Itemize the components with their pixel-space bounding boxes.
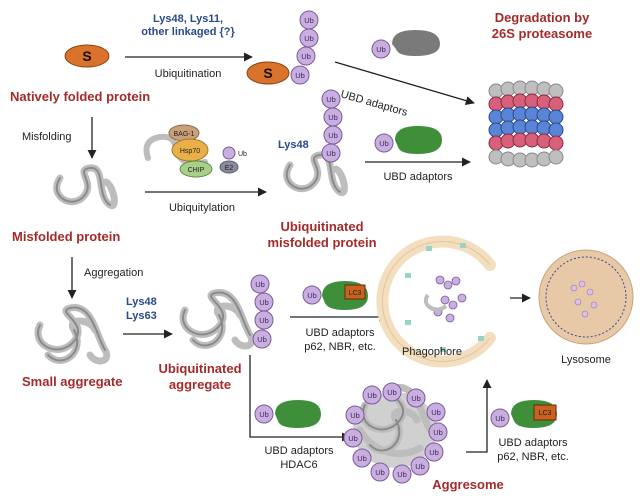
chip-label: CHIP — [188, 167, 205, 174]
ub-label: Ub — [397, 470, 407, 479]
linkage-label-line2: other linkaged {?} — [141, 26, 235, 38]
ub-label: Ub — [328, 131, 338, 140]
ubiquitinated-aggregate-shape — [179, 289, 256, 350]
degradation-label-line2: 26S proteasome — [492, 26, 592, 41]
ubd-adaptor-lc3-mid: Ub LC3 — [302, 281, 368, 310]
substrate-s-label: S — [82, 48, 91, 64]
ub-label: Ub — [387, 388, 397, 397]
ub-label: Ub — [415, 462, 425, 471]
lysosome-shape — [538, 249, 634, 345]
ubiq-misfolded-label-line2: misfolded protein — [267, 235, 376, 250]
to-proteasome-arrow — [334, 61, 475, 106]
ub-label: Ub — [301, 52, 311, 61]
ub-label: Ub — [350, 411, 360, 420]
to-aggresome-arrow — [249, 355, 351, 442]
substrate-s-native: S — [64, 44, 110, 68]
ubd-adaptor-green-mid: Ub — [374, 126, 442, 154]
ubiquitinated-misfolded-shape — [283, 151, 348, 197]
e2-shape — [219, 160, 239, 174]
ub-label: Ub — [307, 291, 317, 300]
degradation-label-line1: Degradation by — [495, 10, 590, 25]
ub-label: Ub — [259, 316, 269, 325]
ub-label: Ub — [255, 280, 265, 289]
ub-label: Ub — [367, 391, 377, 400]
misfolded-protein-shape — [53, 164, 118, 210]
ubd-adaptor-gray: Ub — [371, 30, 440, 59]
ub-label: Ub — [379, 139, 389, 148]
lc3-label-mid: LC3 — [349, 290, 362, 297]
ub-label: Ub — [495, 414, 505, 423]
ubiquitylation-label: Ubiquitylation — [169, 202, 235, 214]
ub-chain-top: Ub Ub Ub Ub — [290, 10, 319, 85]
substrate-s2-label: S — [263, 65, 272, 81]
hsp70-shape — [171, 138, 209, 162]
ub-label: Ub — [328, 113, 338, 122]
ub-chain-aggregate: Ub Ub Ub Ub — [250, 274, 274, 349]
ub-label: Ub — [295, 71, 305, 80]
ub-label: Ub — [411, 394, 421, 403]
ub-label: Ub — [326, 95, 336, 104]
ubd-adaptors-label-top: UBD adaptors — [339, 88, 409, 119]
proteasome-26s — [488, 80, 564, 168]
ubiq-aggregate-label-line2: aggregate — [169, 377, 231, 392]
lys48-label-low: Lys48 — [126, 296, 157, 308]
ubiq-misfolded-label-line1: Ubiquitinated — [280, 219, 363, 234]
hsp70-label: Hsp70 — [180, 148, 200, 155]
ubd-p62-label-line1: UBD adaptors — [305, 327, 375, 339]
ubd-adaptor-green-low: Ub — [254, 400, 321, 428]
ubd-p62-label-line2: p62, NBR, etc. — [304, 341, 376, 353]
bag1-label: BAG-1 — [173, 131, 194, 138]
ub-small-bead — [222, 146, 236, 160]
ub-label: Ub — [375, 468, 385, 477]
ubd-hdac6-label-line1: UBD adaptors — [264, 445, 334, 457]
lysosome-label: Lysosome — [561, 354, 611, 366]
ubiq-aggregate-label-line1: Ubiquitinated — [158, 361, 241, 376]
linkage-label-line1: Lys48, Lys11, — [153, 13, 223, 25]
phagophore-shape — [376, 235, 496, 368]
misfolded-protein-label: Misfolded protein — [12, 229, 120, 244]
ub-label: Ub — [431, 408, 441, 417]
ub-label: Ub — [257, 335, 267, 344]
ubd-hdac6-label-line2: HDAC6 — [280, 459, 317, 471]
ubiquitination-label: Ubiquitination — [155, 68, 222, 80]
aggregation-label: Aggregation — [84, 267, 143, 279]
phagophore-label: Phagophore — [402, 346, 462, 358]
ubd-adaptors-label-mid: UBD adaptors — [383, 171, 453, 183]
lys48-label-mid: Lys48 — [278, 139, 309, 151]
ub-small-label: Ub — [238, 151, 247, 158]
ub-label: Ub — [304, 16, 314, 25]
ubd-p62-low-label-line1: UBD adaptors — [498, 437, 568, 449]
ub-cluster-aggresome: Ub Ub Ub Ub Ub Ub Ub Ub Ub Ub Ub Ub — [343, 382, 448, 484]
small-aggregate-shape — [34, 304, 111, 365]
ub-label: Ub — [259, 410, 269, 419]
native-protein-label: Natively folded protein — [10, 89, 150, 104]
ub-label: Ub — [429, 448, 439, 457]
ub-label: Ub — [376, 45, 386, 54]
ub-label: Ub — [326, 149, 336, 158]
ub-label: Ub — [433, 428, 443, 437]
ub-label: Ub — [357, 454, 367, 463]
ub-label: Ub — [259, 298, 269, 307]
lys63-label: Lys63 — [126, 310, 157, 322]
ub-bead — [290, 65, 310, 85]
substrate-s-ubiquitinated: S — [246, 61, 290, 85]
ub-label: Ub — [348, 434, 358, 443]
ubd-adaptor-lc3-low: Ub LC3 — [490, 400, 557, 428]
misfolding-label: Misfolding — [22, 131, 72, 143]
chip-shape — [179, 160, 213, 178]
chaperone-complex: BAG-1 Hsp70 CHIP E2 Ub — [143, 124, 247, 178]
ub-bead — [296, 46, 316, 66]
small-aggregate-label: Small aggregate — [22, 374, 122, 389]
ub-label: Ub — [304, 34, 314, 43]
ubd-p62-low-label-line2: p62, NBR, etc. — [497, 451, 569, 463]
aggresome-label: Aggresome — [432, 477, 504, 492]
aggresome-to-phagophore-arrow — [466, 379, 492, 453]
e2-label: E2 — [225, 165, 234, 172]
ub-chain-mid: Ub Ub Ub Ub — [321, 89, 343, 163]
lc3-label-low: LC3 — [539, 410, 552, 417]
